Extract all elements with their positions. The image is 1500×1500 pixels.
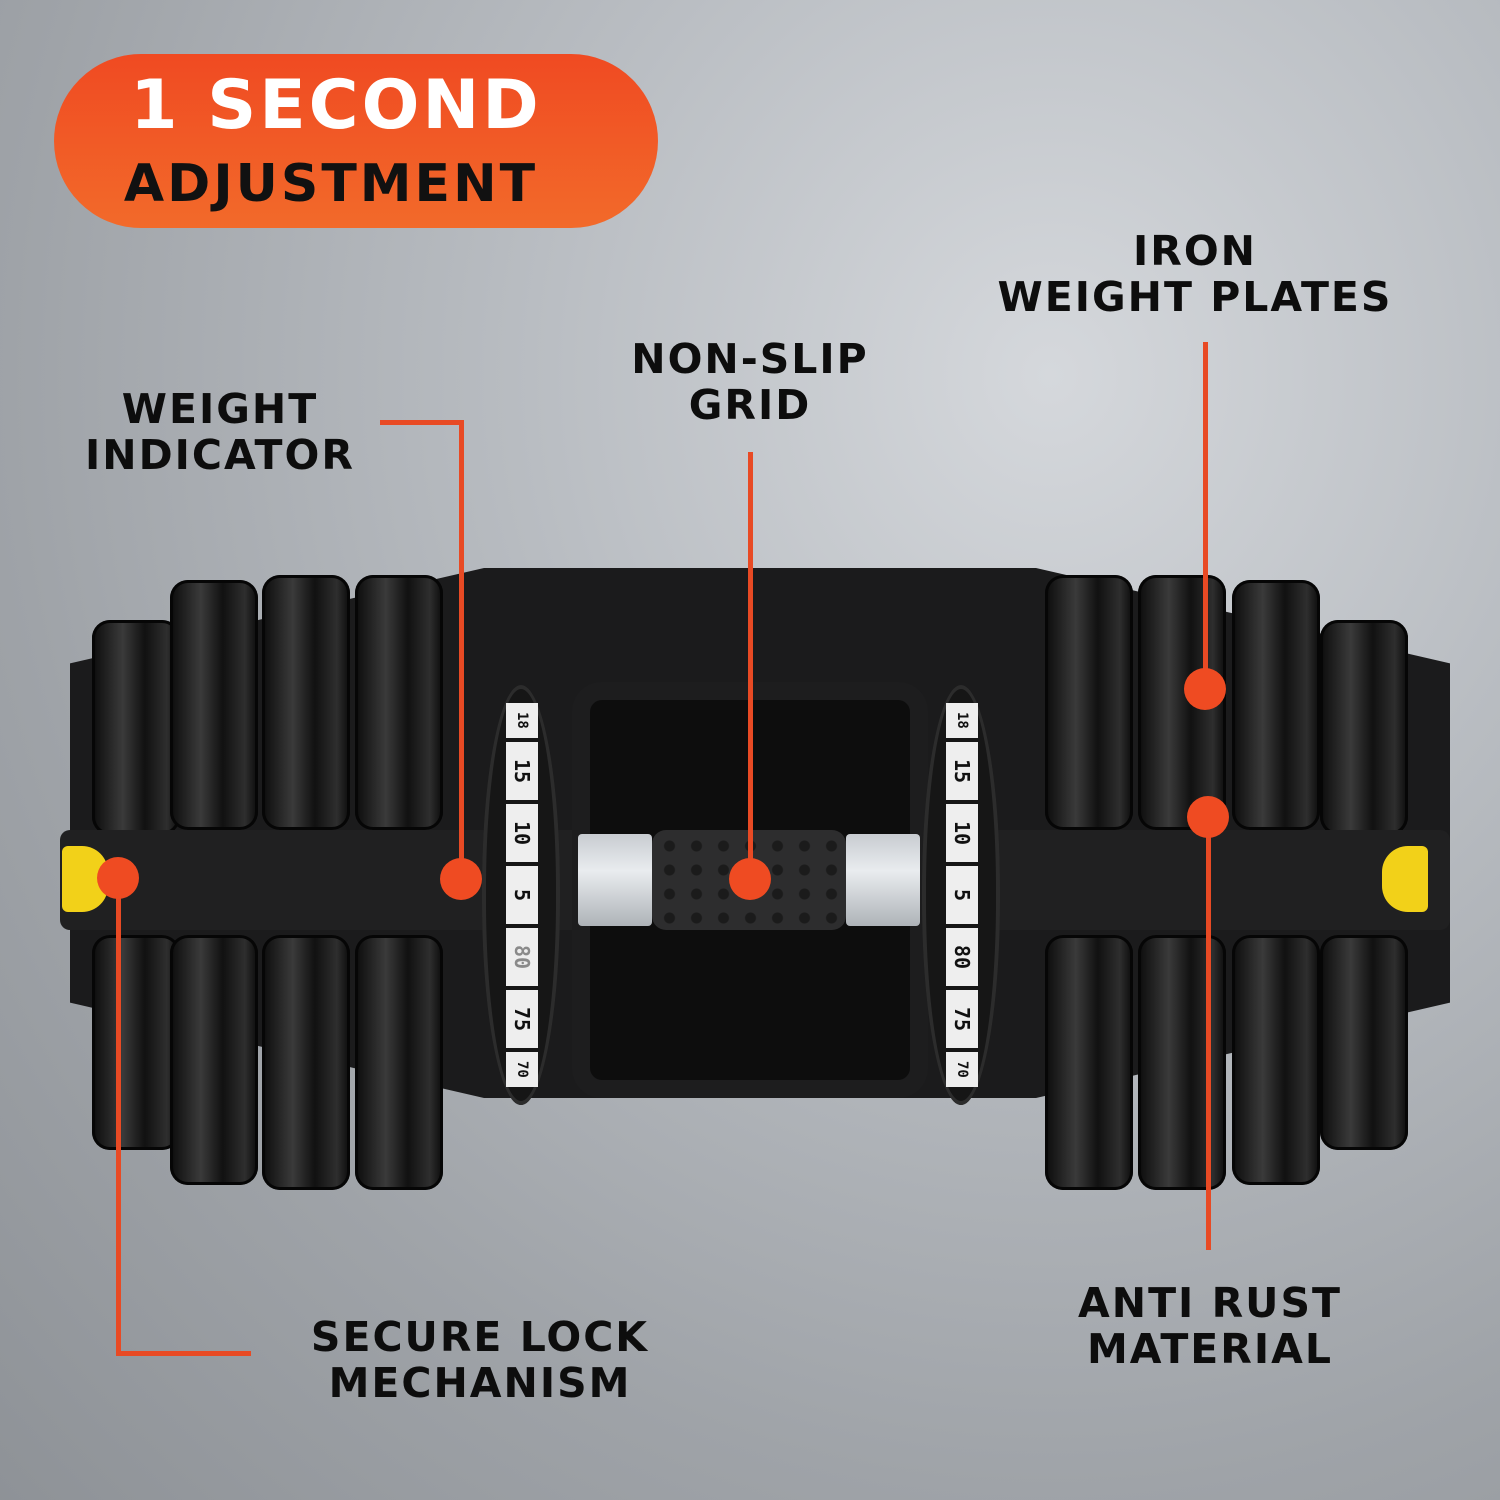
callout-weight-indicator: WEIGHT INDICATOR <box>60 386 380 478</box>
dial-value: 75 <box>506 990 538 1049</box>
weight-plate <box>355 575 443 830</box>
lock-latch-right[interactable] <box>1382 846 1428 912</box>
callout-non-slip-grid: NON-SLIP GRID <box>600 336 900 428</box>
headline-badge: 1 SECOND ADJUSTMENT <box>54 54 658 228</box>
callout-line: GRID <box>688 381 812 429</box>
leader-line-lock-v <box>116 878 121 1356</box>
weight-dial-scale-left: 18 15 10 5 80 75 70 <box>506 703 538 1087</box>
handle-sleeve-left <box>578 834 652 926</box>
weight-dial-right[interactable]: 18 15 10 5 80 75 70 <box>922 685 1000 1105</box>
handle-sleeve-right <box>846 834 920 926</box>
callout-line: ANTI RUST <box>1078 1279 1342 1327</box>
weight-plate <box>170 580 258 830</box>
weight-plate <box>1232 580 1320 830</box>
callout-dot-anti-rust <box>1187 796 1229 838</box>
headline-line-2: ADJUSTMENT <box>123 154 539 214</box>
callout-line: WEIGHT PLATES <box>997 273 1393 321</box>
weight-dial-left[interactable]: 18 15 10 5 80 75 70 <box>482 685 560 1105</box>
dial-value: 5 <box>506 865 538 925</box>
callout-line: NON-SLIP <box>631 335 869 383</box>
callout-dot-grip <box>729 858 771 900</box>
weight-plate <box>1320 935 1408 1150</box>
weight-plate <box>92 620 180 835</box>
dial-value: 70 <box>946 1052 978 1087</box>
headline-line-1: 1 SECOND <box>130 66 542 145</box>
weight-plate <box>1045 935 1133 1190</box>
dial-value: 80 <box>946 928 978 987</box>
callout-line: MATERIAL <box>1086 1325 1333 1373</box>
leader-line-iron-plates <box>1203 342 1208 687</box>
callout-line: MECHANISM <box>328 1359 632 1407</box>
dial-value: 18 <box>506 703 538 738</box>
weight-plate <box>92 935 180 1150</box>
callout-secure-lock-mechanism: SECURE LOCK MECHANISM <box>290 1314 670 1406</box>
callout-anti-rust-material: ANTI RUST MATERIAL <box>1050 1280 1370 1372</box>
weight-plate <box>1320 620 1408 835</box>
callout-iron-weight-plates: IRON WEIGHT PLATES <box>970 228 1420 320</box>
callout-dot-iron-plates <box>1184 668 1226 710</box>
weight-plate <box>1232 935 1320 1185</box>
callout-line: SECURE LOCK <box>310 1313 650 1361</box>
weight-plate <box>262 575 350 830</box>
leader-line-grip <box>748 452 753 872</box>
callout-dot-lock <box>97 857 139 899</box>
weight-plate <box>170 935 258 1185</box>
dial-value: 10 <box>946 803 978 862</box>
weight-plate <box>1045 575 1133 830</box>
leader-line-lock-h <box>116 1351 251 1356</box>
weight-dial-scale-right: 18 15 10 5 80 75 70 <box>946 703 978 1087</box>
dial-value: 75 <box>946 990 978 1049</box>
dial-value: 10 <box>506 803 538 862</box>
leader-line-indicator-h <box>380 420 462 425</box>
dial-value: 15 <box>946 741 978 800</box>
dial-value: 15 <box>506 741 538 800</box>
dial-value: 70 <box>506 1052 538 1087</box>
leader-line-anti-rust <box>1206 815 1211 1250</box>
dial-value: 18 <box>946 703 978 738</box>
weight-plate <box>262 935 350 1190</box>
callout-line: WEIGHT <box>121 385 319 433</box>
dial-value: 80 <box>506 928 538 987</box>
callout-dot-indicator <box>440 858 482 900</box>
weight-plate <box>1138 935 1226 1190</box>
callout-line: IRON <box>1133 227 1257 275</box>
leader-line-indicator-v <box>459 420 464 880</box>
callout-line: INDICATOR <box>85 431 355 479</box>
dial-value: 5 <box>946 865 978 925</box>
weight-plate <box>355 935 443 1190</box>
